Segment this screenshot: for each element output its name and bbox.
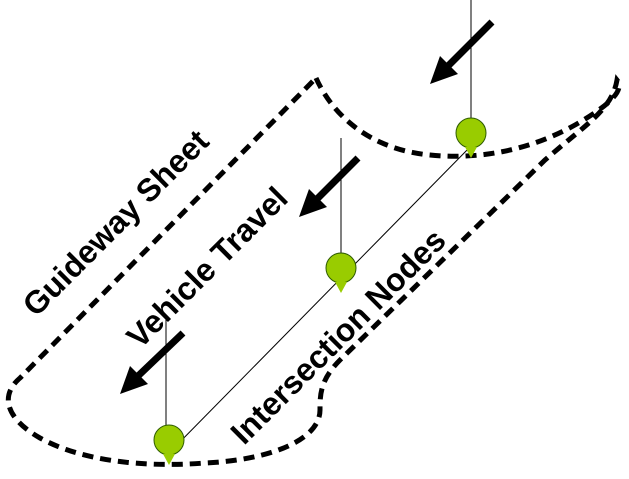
intersection-node-icon bbox=[153, 424, 185, 465]
vehicle-travel-arrows bbox=[120, 19, 495, 394]
node-connector-line bbox=[169, 145, 472, 453]
down-left-arrow-icon bbox=[430, 19, 495, 84]
down-left-arrow-icon bbox=[120, 330, 186, 394]
intersection-nodes bbox=[153, 117, 487, 465]
down-left-arrow-icon bbox=[299, 155, 361, 217]
support-lines bbox=[165, 0, 472, 440]
guideway-sheet-outline bbox=[5, 73, 622, 467]
intersection-node-icon bbox=[325, 252, 357, 293]
intersection-node-icon bbox=[455, 117, 487, 158]
